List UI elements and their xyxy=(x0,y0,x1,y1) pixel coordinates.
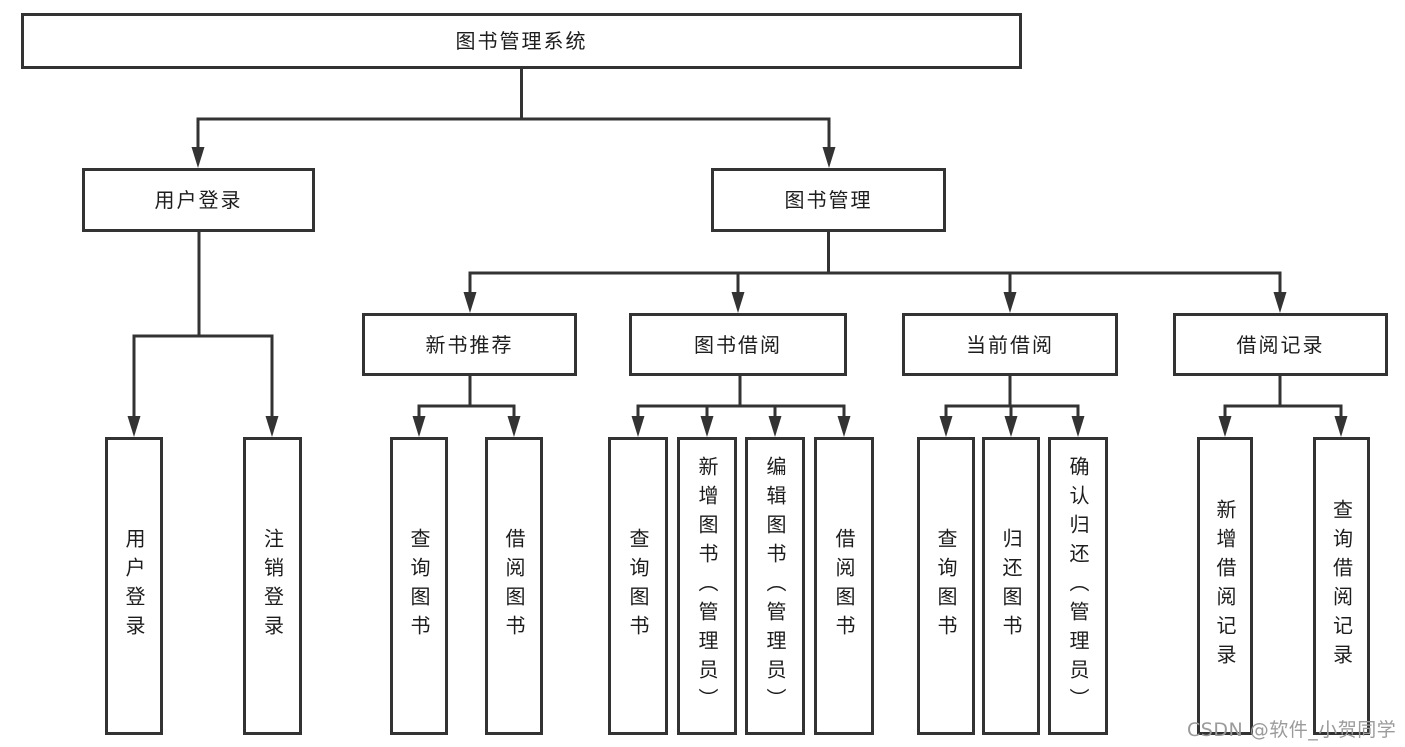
node-root: 图书管理系统 xyxy=(21,13,1022,69)
node-leaf-borrow-book-1: 借阅图书 xyxy=(485,437,543,735)
node-leaf-add-borrow-record-label: 新增借阅记录 xyxy=(1213,499,1237,673)
node-new-book-recommend: 新书推荐 xyxy=(362,313,577,376)
node-borrow-record: 借阅记录 xyxy=(1173,313,1388,376)
node-book-borrow-label: 图书借阅 xyxy=(694,332,782,357)
node-leaf-add-book-admin-label: 新增图书（管理员） xyxy=(695,455,719,717)
node-new-book-recommend-label: 新书推荐 xyxy=(425,332,514,357)
node-leaf-query-book-1-label: 查询图书 xyxy=(407,528,431,644)
node-leaf-logout-label: 注销登录 xyxy=(260,528,285,644)
csdn-watermark: CSDN @软件_小贺同学 xyxy=(1187,719,1397,741)
node-leaf-borrow-book-2: 借阅图书 xyxy=(814,437,874,735)
node-current-borrow: 当前借阅 xyxy=(902,313,1118,376)
node-leaf-query-borrow-record: 查询借阅记录 xyxy=(1313,437,1370,735)
node-leaf-query-book-3-label: 查询图书 xyxy=(934,528,958,644)
node-root-label: 图书管理系统 xyxy=(455,29,588,53)
node-book-borrow: 图书借阅 xyxy=(629,313,847,376)
node-book-management-label: 图书管理 xyxy=(784,188,873,212)
node-leaf-query-book-1: 查询图书 xyxy=(390,437,448,735)
node-borrow-record-label: 借阅记录 xyxy=(1236,332,1325,357)
node-user-login-label: 用户登录 xyxy=(154,188,243,212)
node-leaf-confirm-return-admin-label: 确认归还（管理员） xyxy=(1066,455,1090,717)
node-leaf-edit-book-admin-label: 编辑图书（管理员） xyxy=(763,455,787,717)
node-leaf-query-borrow-record-label: 查询借阅记录 xyxy=(1329,499,1354,673)
node-leaf-return-book-label: 归还图书 xyxy=(999,528,1023,644)
node-leaf-add-borrow-record: 新增借阅记录 xyxy=(1197,437,1253,735)
node-leaf-confirm-return-admin: 确认归还（管理员） xyxy=(1048,437,1108,735)
node-leaf-borrow-book-1-label: 借阅图书 xyxy=(502,528,526,644)
node-leaf-login: 用户登录 xyxy=(105,437,163,735)
node-leaf-add-book-admin: 新增图书（管理员） xyxy=(677,437,737,735)
node-leaf-edit-book-admin: 编辑图书（管理员） xyxy=(745,437,805,735)
node-leaf-return-book: 归还图书 xyxy=(982,437,1040,735)
node-leaf-query-book-2-label: 查询图书 xyxy=(626,528,650,644)
node-current-borrow-label: 当前借阅 xyxy=(966,332,1054,357)
node-leaf-borrow-book-2-label: 借阅图书 xyxy=(832,528,856,644)
node-book-management: 图书管理 xyxy=(711,168,946,232)
node-user-login: 用户登录 xyxy=(82,168,315,232)
node-leaf-logout: 注销登录 xyxy=(243,437,302,735)
node-leaf-query-book-3: 查询图书 xyxy=(917,437,975,735)
node-leaf-login-label: 用户登录 xyxy=(122,528,146,644)
node-leaf-query-book-2: 查询图书 xyxy=(608,437,668,735)
